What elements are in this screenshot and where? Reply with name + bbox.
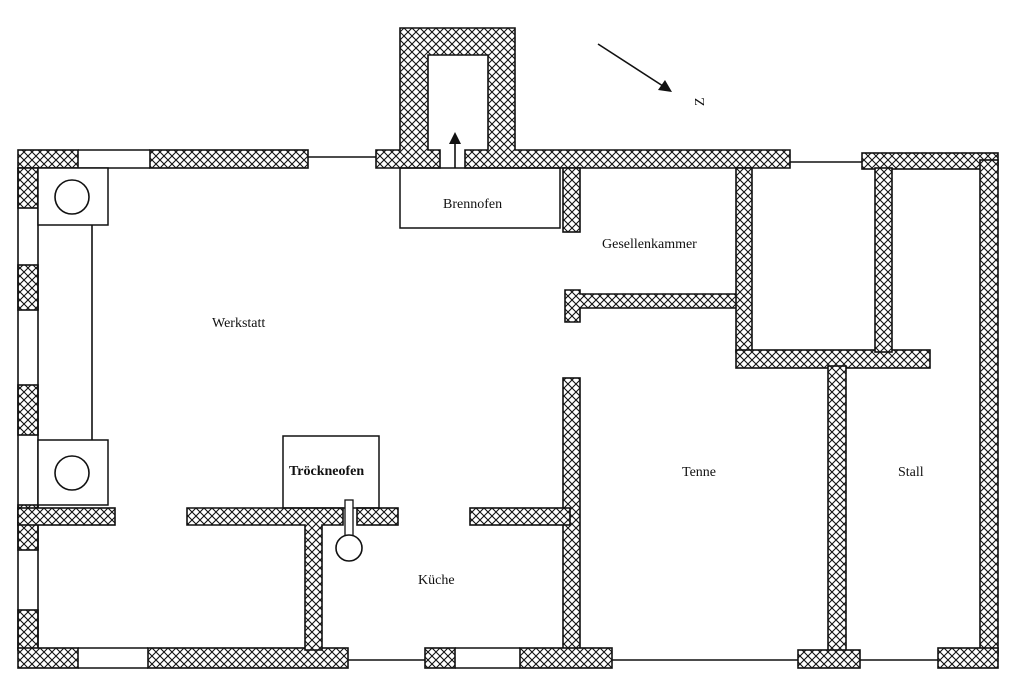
oven-circle-top — [54, 179, 90, 215]
room-label-tenne: Tenne — [682, 465, 716, 480]
room-label-troeckneofen: Tröckneofen — [289, 464, 364, 479]
walls — [17, 27, 999, 669]
room-label-werkstatt: Werkstatt — [212, 316, 265, 331]
stove-pipe-icon — [335, 499, 363, 562]
north-label: Z — [693, 97, 708, 106]
north-arrow-icon — [597, 43, 672, 92]
oven-circle-bottom — [54, 455, 90, 491]
room-label-brennofen: Brennofen — [443, 197, 502, 212]
room-label-stall: Stall — [898, 465, 924, 480]
room-label-kueche: Küche — [418, 573, 455, 588]
flue-arrow-icon — [449, 132, 461, 168]
room-label-gesellenkammer: Gesellenkammer — [602, 237, 697, 252]
